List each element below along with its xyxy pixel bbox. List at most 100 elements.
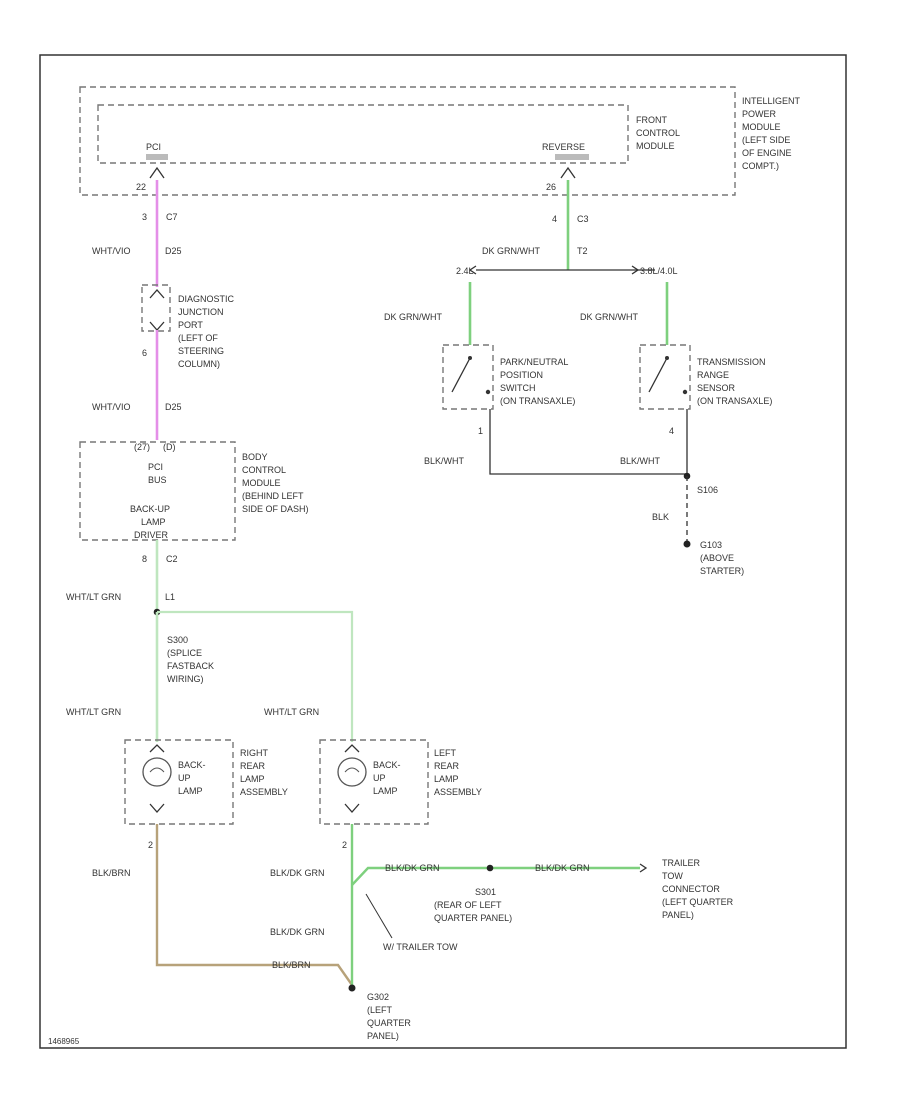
right-lamp-wire-out: BLK/BRN [92, 868, 131, 878]
svg-text:QUARTER: QUARTER [367, 1018, 411, 1028]
diag-port-terminal-bottom [149, 321, 165, 331]
trailer-connector-terminal [639, 863, 648, 873]
diag-port-terminal-top [149, 289, 165, 299]
right-backup-bulb-icon [142, 757, 172, 787]
splice-s301-dot [486, 864, 494, 872]
ipm-label: INTELLIGENT POWER MODULE (LEFT SIDE OF E… [742, 96, 801, 171]
svg-text:OF ENGINE: OF ENGINE [742, 148, 792, 158]
trs-wire-out-label: BLK/WHT [620, 456, 661, 466]
trailer-wire-a-label: BLK/DK GRN [385, 863, 440, 873]
svg-text:SENSOR: SENSOR [697, 383, 736, 393]
svg-text:ASSEMBLY: ASSEMBLY [240, 787, 288, 797]
svg-text:ASSEMBLY: ASSEMBLY [434, 787, 482, 797]
ipm-pci-pin-marker [146, 154, 168, 160]
left-backup-bulb-icon [337, 757, 367, 787]
svg-text:DIAGNOSTIC: DIAGNOSTIC [178, 294, 235, 304]
svg-text:PARK/NEUTRAL: PARK/NEUTRAL [500, 357, 568, 367]
wire-right-circuit: T2 [577, 246, 588, 256]
svg-text:SWITCH: SWITCH [500, 383, 536, 393]
tow-note: W/ TRAILER TOW [383, 942, 458, 952]
wire-left-color: WHT/VIO [92, 246, 131, 256]
svg-text:BACK-: BACK- [178, 760, 206, 770]
svg-text:RANGE: RANGE [697, 370, 729, 380]
right-lamp-box [124, 739, 234, 825]
svg-text:PORT: PORT [178, 320, 203, 330]
svg-text:CONTROL: CONTROL [242, 465, 286, 475]
wire-bcm-out-circuit: L1 [165, 592, 175, 602]
splice-s301-desc-2: QUARTER PANEL) [434, 913, 512, 923]
trs-switch-contact-icon [682, 389, 688, 395]
svg-text:COLUMN): COLUMN) [178, 359, 220, 369]
ipm-right-pin: 26 [546, 182, 556, 192]
right-lamp-pin-bottom: 2 [148, 840, 153, 850]
diagram-frame [39, 54, 847, 1049]
svg-text:(LEFT SIDE: (LEFT SIDE [742, 135, 790, 145]
pnp-switch-pivot-icon [468, 356, 472, 360]
splice-s301-desc-1: (REAR OF LEFT [434, 900, 502, 910]
wire-right-pin: 4 [552, 214, 557, 224]
diagnostic-port-label: DIAGNOSTIC JUNCTION PORT (LEFT OF STEERI… [178, 294, 235, 369]
wire-to-left-lamp [157, 610, 354, 742]
svg-text:CONTROL: CONTROL [636, 128, 680, 138]
trailer-wire-down-label: BLK/DK GRN [270, 927, 325, 937]
left-lamp-terminal-bottom [344, 803, 360, 813]
diagnostic-port-box [141, 284, 171, 332]
branch-left-arrow-icon [468, 265, 477, 275]
svg-text:LAMP: LAMP [434, 774, 459, 784]
left-lamp-inner-label: BACK- UP LAMP [373, 760, 401, 796]
splice-s301-label: S301 [475, 887, 496, 897]
svg-text:REAR: REAR [240, 761, 266, 771]
diag-port-pin-bottom: 6 [142, 348, 147, 358]
branch-right-label: 3.8L/4.0L [640, 266, 678, 276]
svg-text:WIRING): WIRING) [167, 674, 204, 684]
bottom-tan-wire-label: BLK/BRN [272, 960, 311, 970]
wire-right-color: DK GRN/WHT [482, 246, 540, 256]
splice-s300-label: S300 (SPLICE FASTBACK WIRING) [167, 635, 214, 684]
ground-g302-label: G302 (LEFT QUARTER PANEL) [367, 992, 411, 1041]
svg-text:REAR: REAR [434, 761, 460, 771]
ipm-reverse-pin-marker [555, 154, 589, 160]
branch-right-arrow-icon [631, 265, 640, 275]
fcm-box [97, 104, 629, 164]
left-lamp-label: LEFT REAR LAMP ASSEMBLY [434, 748, 482, 797]
wire-diag-circuit: D25 [165, 402, 182, 412]
trs-sensor-box [639, 344, 691, 410]
trs-switch-blade-icon [648, 357, 668, 393]
trs-switch-pivot-icon [665, 356, 669, 360]
pnp-switch-label: PARK/NEUTRAL POSITION SWITCH (ON TRANSAX… [500, 357, 575, 406]
svg-text:POSITION: POSITION [500, 370, 543, 380]
left-lamp-box [319, 739, 429, 825]
bcm-driver-label-3: DRIVER [134, 530, 169, 540]
ground-wire-label: BLK [652, 512, 669, 522]
wire-to-trailer [351, 866, 640, 886]
right-lamp-terminal-bottom [149, 803, 165, 813]
svg-text:BODY: BODY [242, 452, 268, 462]
right-lamp-terminal-top [149, 744, 165, 753]
ipm-pci-label: PCI [146, 142, 161, 152]
trs-pin-bottom: 4 [669, 426, 674, 436]
svg-text:RIGHT: RIGHT [240, 748, 269, 758]
right-lamp-label: RIGHT REAR LAMP ASSEMBLY [240, 748, 288, 797]
pnp-wire-out-label: BLK/WHT [424, 456, 465, 466]
pnp-switch-blade-icon [451, 357, 471, 393]
svg-text:LAMP: LAMP [373, 786, 398, 796]
ground-g302-dot [348, 984, 356, 992]
svg-text:UP: UP [178, 773, 191, 783]
svg-text:POWER: POWER [742, 109, 777, 119]
svg-text:LEFT: LEFT [434, 748, 457, 758]
svg-text:(SPLICE: (SPLICE [167, 648, 202, 658]
right-bulb-filament-icon [149, 767, 165, 773]
ipm-reverse-label: REVERSE [542, 142, 585, 152]
bcm-conn-bottom: C2 [166, 554, 178, 564]
wire-diag-color: WHT/VIO [92, 402, 131, 412]
trailer-connector-label: TRAILER TOW CONNECTOR (LEFT QUARTER PANE… [662, 858, 734, 920]
fcm-label: FRONT CONTROL MODULE [636, 115, 680, 151]
pnp-wire-in-label: DK GRN/WHT [384, 312, 442, 322]
trs-wire-in-label: DK GRN/WHT [580, 312, 638, 322]
svg-text:(ON TRANSAXLE): (ON TRANSAXLE) [697, 396, 772, 406]
wire-left-pin: 3 [142, 212, 147, 222]
bcm-pin-bottom: 8 [142, 554, 147, 564]
wire-right-conn: C3 [577, 214, 589, 224]
branch-left-label: 2.4L [456, 266, 474, 276]
right-lamp-wire-in: WHT/LT GRN [66, 707, 121, 717]
